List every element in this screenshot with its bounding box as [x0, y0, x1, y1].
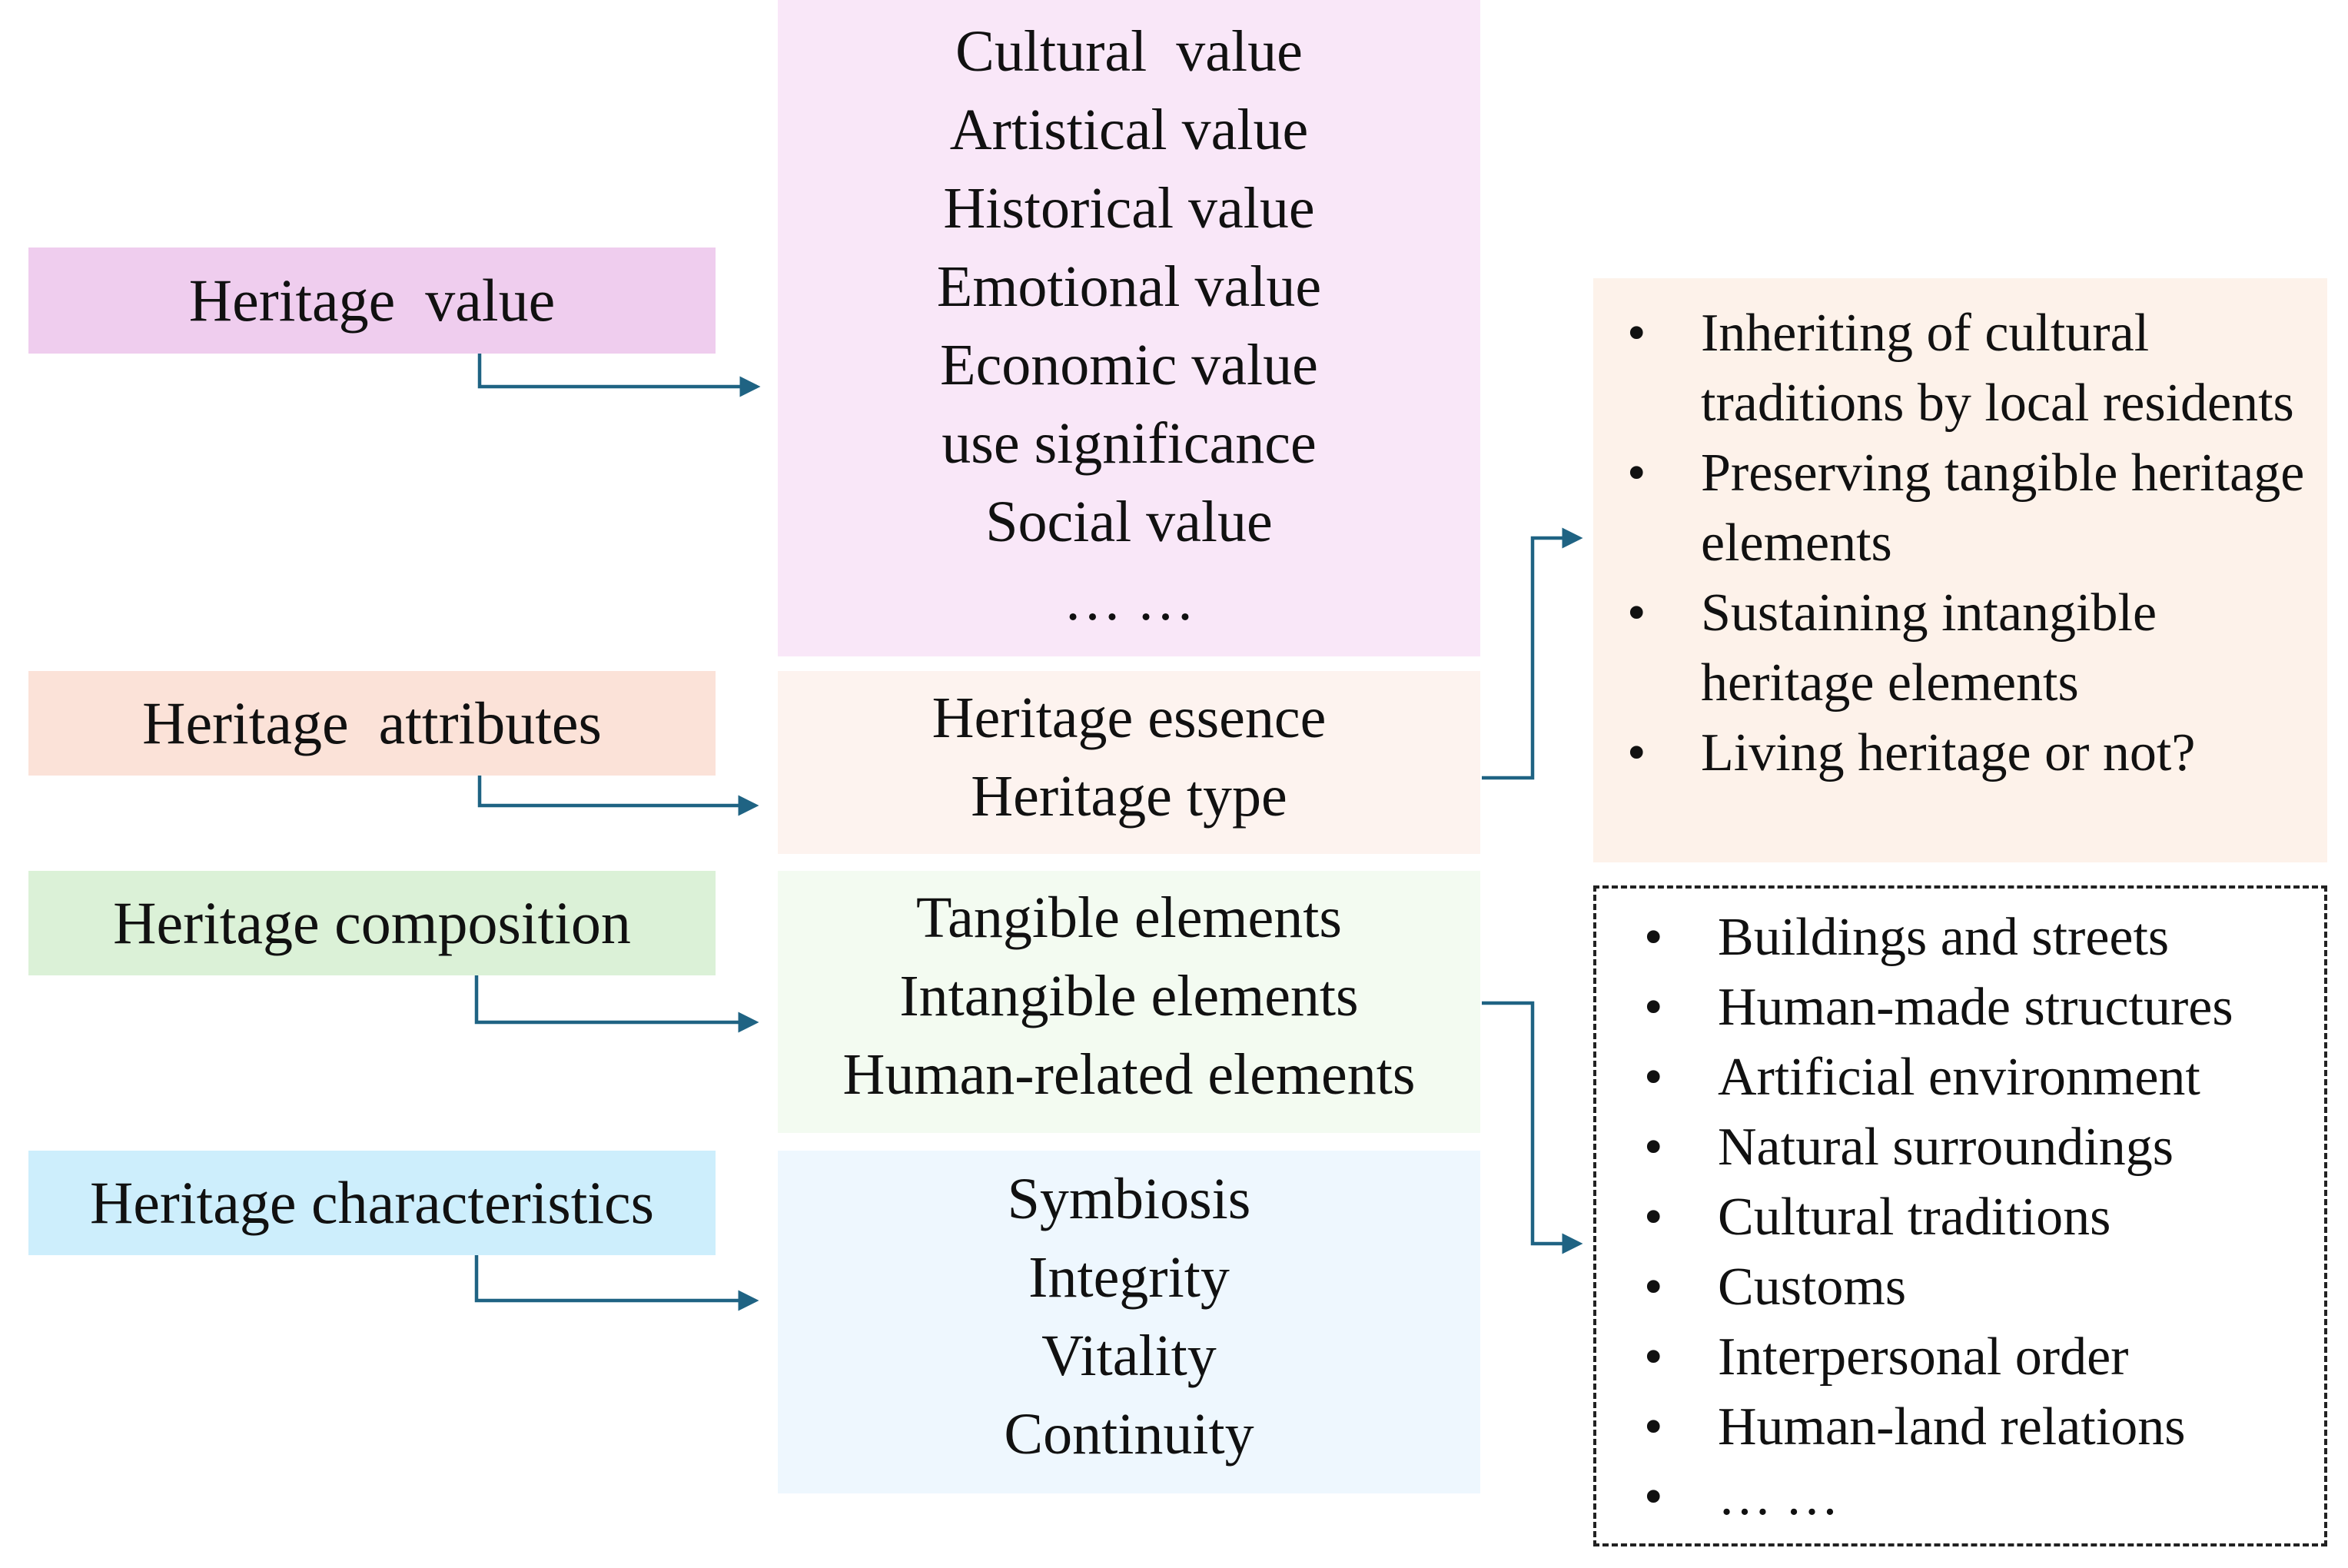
heritage-attributes-label: Heritage attributes	[28, 671, 716, 776]
value-item: Artistical value	[949, 98, 1309, 162]
attributes-detail-arrow	[1482, 527, 1583, 780]
value-item: use significance	[942, 411, 1317, 476]
heritage-value-box: Cultural value Artistical value Historic…	[778, 0, 1480, 656]
heritage-composition-box: Tangible elements Intangible elements Hu…	[778, 871, 1480, 1133]
attribute-detail-item: • Inheriting of cultural traditions by l…	[1627, 298, 2308, 438]
attribute-detail-item: • Sustaining intangible heritage element…	[1627, 578, 2308, 718]
composition-item: Tangible elements	[916, 885, 1342, 950]
composition-detail-box: • Buildings and streets • Human-made str…	[1593, 885, 2327, 1546]
attribute-item: Heritage type	[971, 764, 1287, 829]
attributes-arrow	[477, 776, 759, 816]
attribute-detail-item: • Living heritage or not?	[1627, 718, 2308, 788]
composition-item: Human-related elements	[842, 1042, 1416, 1107]
value-arrow	[477, 354, 761, 397]
heritage-composition-label: Heritage composition	[28, 871, 716, 975]
bullet-icon: •	[1644, 908, 1663, 967]
heritage-characteristics-box: Symbiosis Integrity Vitality Continuity	[778, 1151, 1480, 1493]
attributes-detail-box: • Inheriting of cultural traditions by l…	[1593, 278, 2327, 862]
bullet-icon: •	[1644, 1188, 1663, 1247]
composition-arrow	[474, 975, 759, 1033]
bullet-icon: •	[1644, 978, 1663, 1037]
composition-detail-item: • Natural surroundings	[1644, 1112, 2317, 1182]
bullet-icon: •	[1644, 1397, 1663, 1457]
bullet-icon: •	[1644, 1327, 1663, 1387]
value-item: Economic value	[940, 333, 1318, 397]
heritage-attributes-box: Heritage essence Heritage type	[778, 671, 1480, 854]
composition-detail-item: • Human-made structures	[1644, 972, 2317, 1042]
bullet-icon: •	[1627, 304, 1646, 363]
bullet-icon: •	[1644, 1118, 1663, 1177]
characteristic-item: Continuity	[1004, 1402, 1254, 1467]
composition-detail-item: • Interpersonal order	[1644, 1322, 2317, 1392]
value-item: Social value	[985, 490, 1273, 554]
bullet-icon: •	[1644, 1048, 1663, 1107]
composition-detail-item: • Buildings and streets	[1644, 902, 2317, 972]
value-item: … …	[1063, 568, 1195, 633]
bullet-icon: •	[1627, 583, 1646, 643]
characteristics-arrow	[474, 1255, 759, 1311]
heritage-characteristics-label: Heritage characteristics	[28, 1151, 716, 1255]
attribute-detail-item: • Preserving tangible heritage elements	[1627, 438, 2308, 578]
composition-detail-item: • Cultural traditions	[1644, 1182, 2317, 1252]
composition-item: Intangible elements	[899, 964, 1359, 1028]
heritage-value-label: Heritage value	[28, 247, 716, 354]
composition-detail-item: • Human-land relations	[1644, 1392, 2317, 1462]
attribute-item: Heritage essence	[932, 686, 1327, 750]
value-item: Historical value	[943, 176, 1315, 241]
bullet-icon: •	[1627, 443, 1646, 503]
value-item: Emotional value	[936, 254, 1322, 319]
characteristic-item: Symbiosis	[1007, 1167, 1251, 1231]
bullet-icon: •	[1644, 1467, 1663, 1526]
composition-detail-item: • Customs	[1644, 1252, 2317, 1322]
value-item: Cultural value	[955, 19, 1303, 84]
composition-detail-item: • … …	[1644, 1462, 2317, 1532]
bullet-icon: •	[1644, 1257, 1663, 1317]
composition-detail-item: • Artificial environment	[1644, 1042, 2317, 1112]
bullet-icon: •	[1627, 723, 1646, 782]
characteristic-item: Integrity	[1028, 1245, 1230, 1310]
composition-detail-arrow	[1482, 1001, 1583, 1254]
characteristic-item: Vitality	[1041, 1324, 1217, 1388]
